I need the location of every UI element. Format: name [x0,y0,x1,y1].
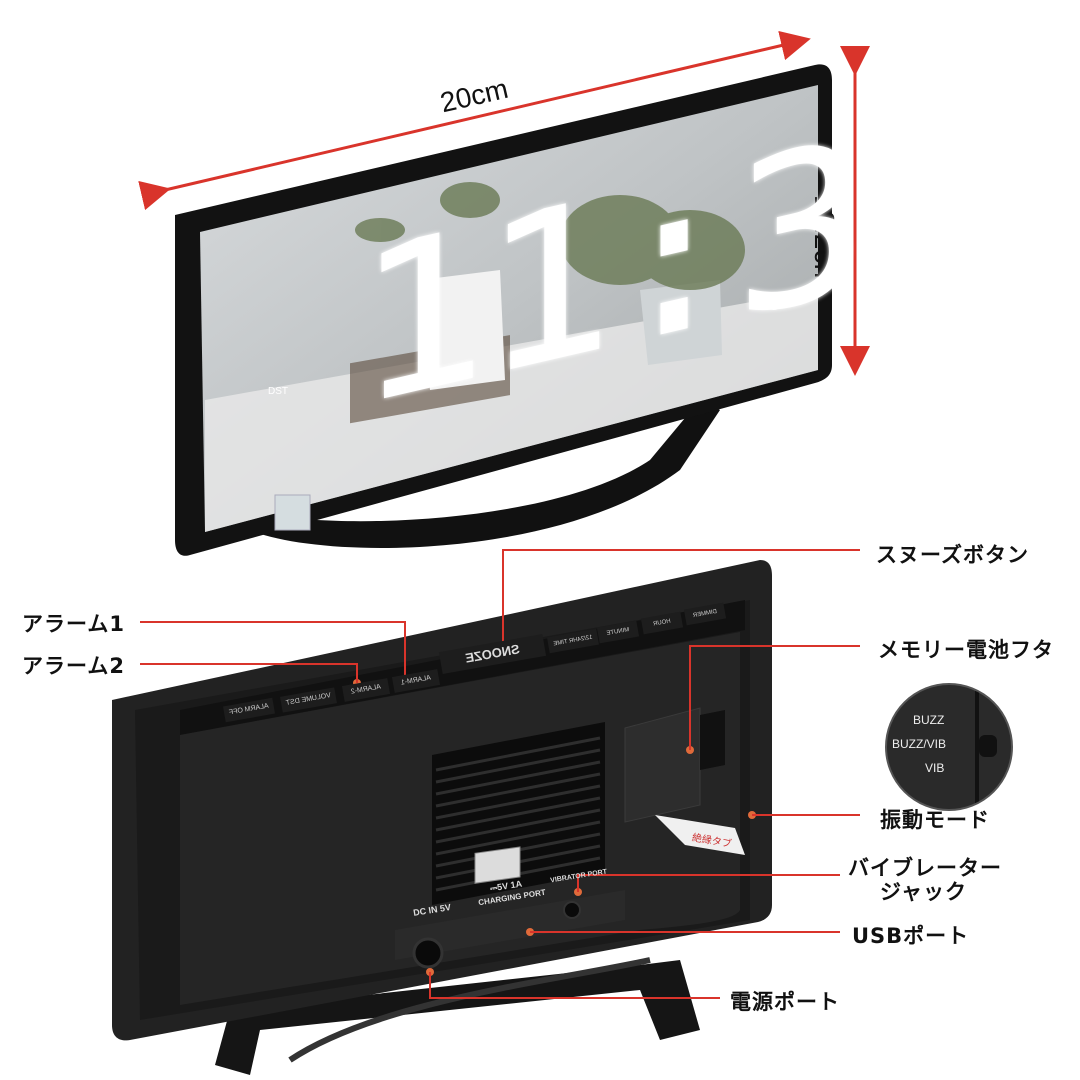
back-stand [215,960,700,1075]
usb-port[interactable] [474,846,521,884]
dst-indicator: DST [268,386,288,397]
vibe-switch-inset: BUZZ BUZZ/VIB VIB [885,683,1013,811]
callout-power-port: 電源ポート [730,990,840,1014]
front-stand [250,400,720,548]
switch-label-vib: VIB [925,761,945,775]
callout-vibrator-jack-2: ジャック [880,880,967,904]
callout-battery-cover: メモリー電池フタ [878,638,1054,662]
front-view [138,30,870,556]
width-arrow [138,30,811,211]
alarm-indicator-icon [767,296,781,310]
snooze-leader [502,549,860,570]
back-view [112,560,860,1075]
callout-snooze: スヌーズボタン [876,543,1029,567]
battery-cover[interactable] [624,707,701,823]
dc-jack[interactable] [412,937,444,969]
callout-alarm-1: アラーム1 [22,612,125,636]
callout-usb-port: USBポート [852,924,970,948]
battery-tab[interactable] [655,815,745,855]
callout-vibrator-jack-1: バイブレーター [848,856,1002,880]
callout-vibe-mode: 振動モード [880,808,990,832]
switch-label-buzz: BUZZ [913,713,945,727]
callout-alarm-2: アラーム2 [22,654,125,678]
switch-label-buzz-vib: BUZZ/VIB [892,737,947,751]
vibe-switch-knob[interactable] [979,735,997,757]
vibrator-jack[interactable] [563,901,581,919]
